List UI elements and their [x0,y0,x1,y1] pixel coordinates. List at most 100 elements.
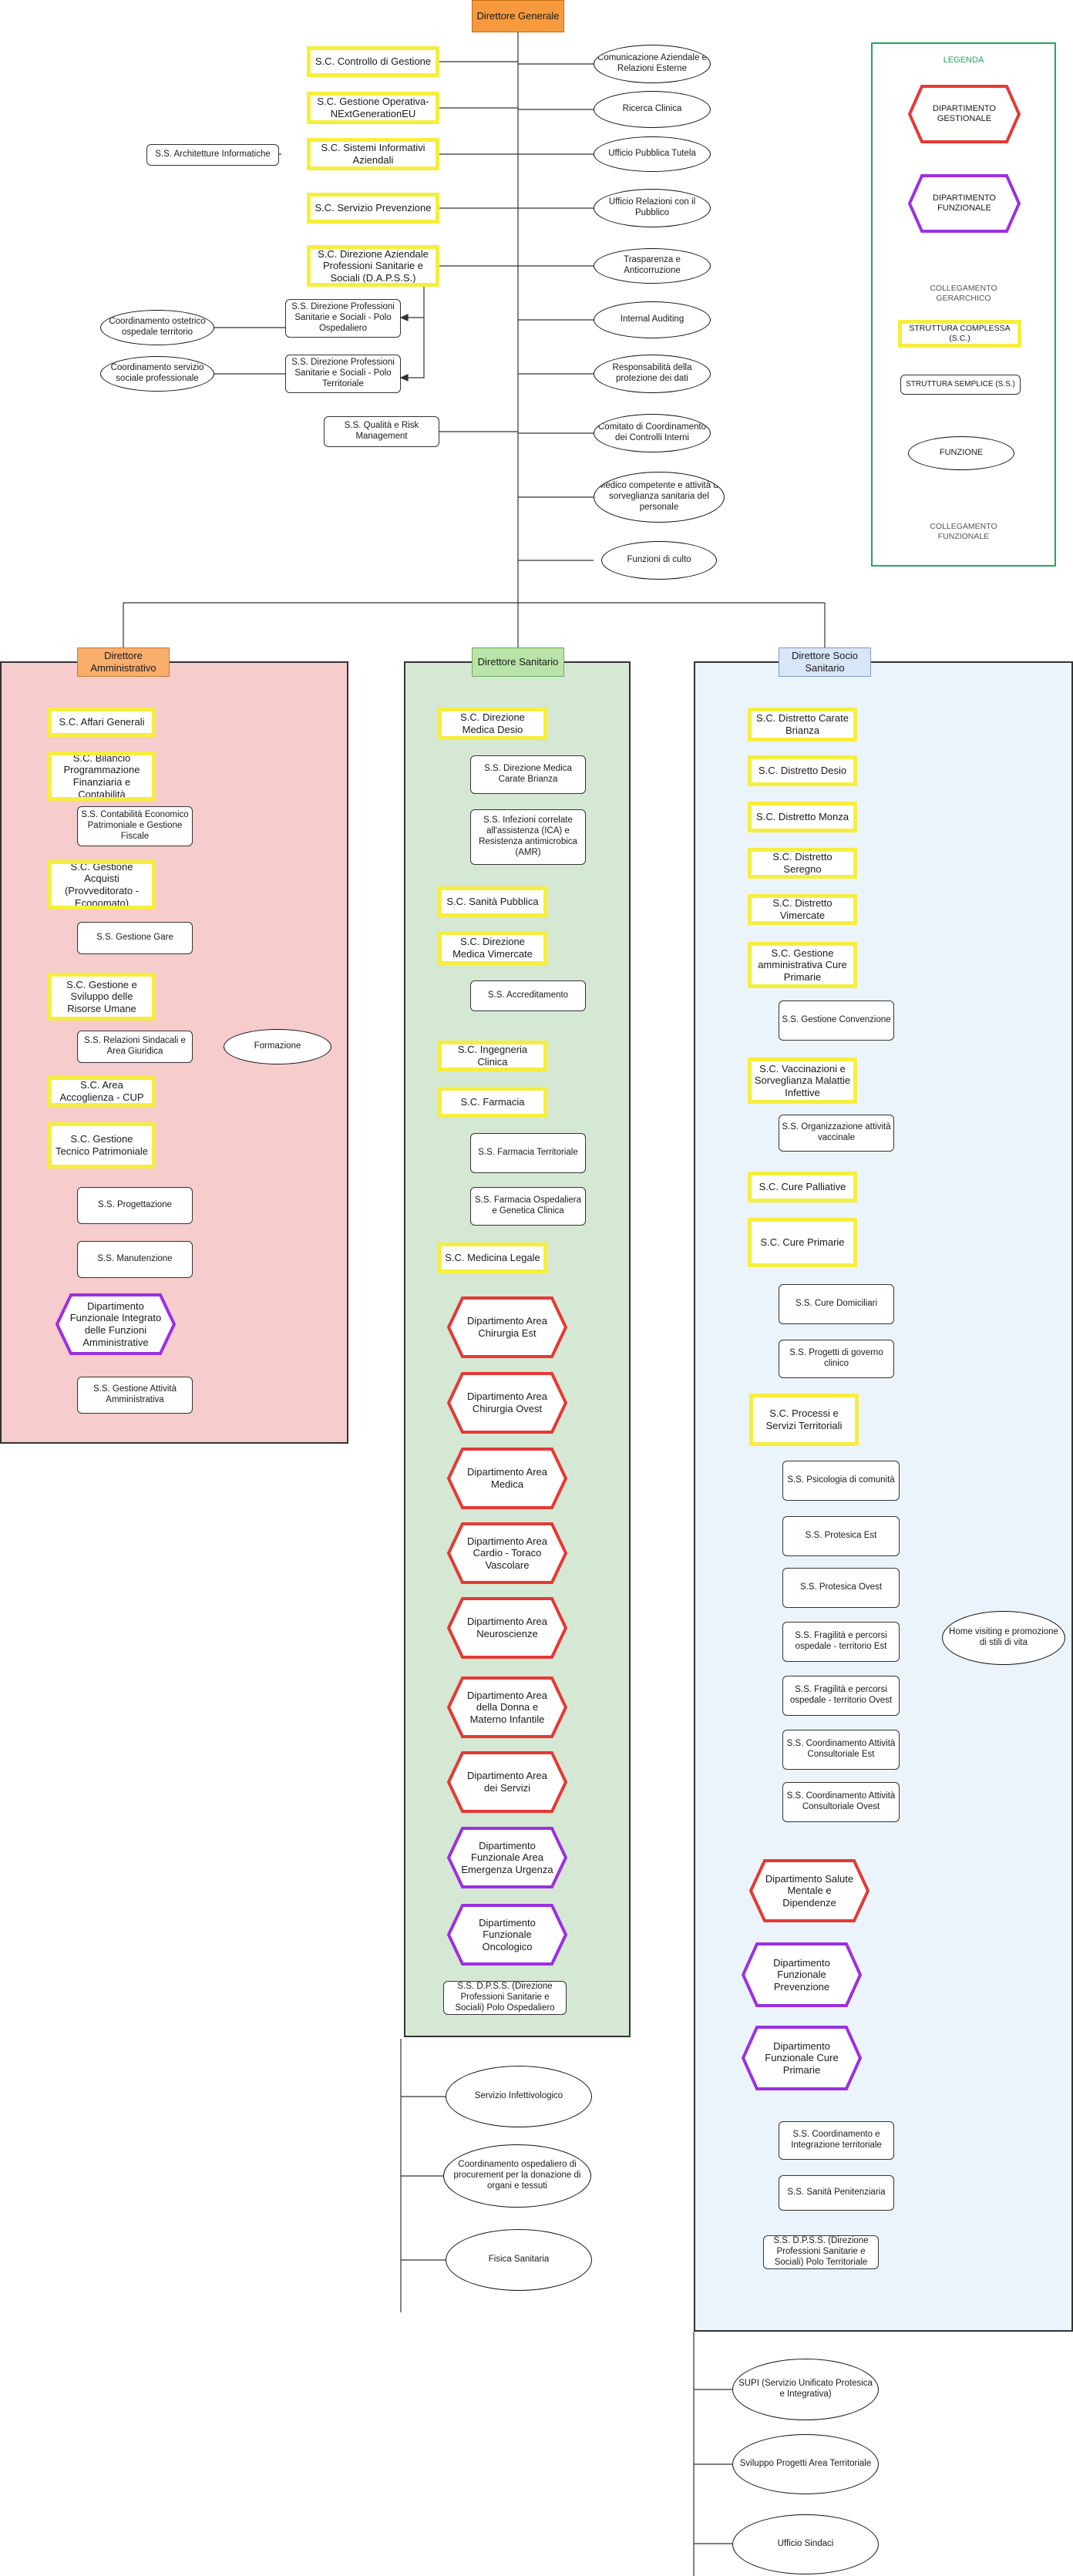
ss-sanita-penitenziaria[interactable]: S.S. Sanità Penitenziaria [779,2175,894,2211]
ss-dps-polo-territoriale[interactable]: S.S. Direzione Professioni Sanitarie e S… [285,355,401,393]
sc-gestione-acquisti[interactable]: S.C. Gestione Acquisti (Provveditorato -… [48,860,156,910]
dip-area-servizi[interactable]: Dipartimento Area dei Servizi [447,1751,567,1813]
dip-neuroscienze[interactable]: Dipartimento Area Neuroscienze [447,1597,567,1659]
ss-progettazione[interactable]: S.S. Progettazione [77,1187,193,1224]
fn-comitato-coordinamento[interactable]: Comitato di Coordinamento dei Controlli … [594,414,711,452]
dip-funzionale-cure-primarie[interactable]: Dipartimento Funzionale Cure Primarie [742,2026,862,2090]
ss-fragilita-ovest[interactable]: S.S. Fragilità e percorsi ospedale - ter… [782,1676,900,1716]
ss-architetture-informatiche[interactable]: S.S. Architetture Informatiche [146,144,279,166]
fn-supi[interactable]: SUPI (Servizio Unificato Protesica e Int… [732,2359,879,2420]
fn-comunicazione-aziendale[interactable]: Comunicazione Aziendale e Relazioni Este… [594,45,711,83]
sc-direzione-medica-desio[interactable]: S.C. Direzione Medica Desio [438,708,547,740]
fn-relazioni-pubblico[interactable]: Ufficio Relazioni con il Pubblico [594,189,711,227]
ss-protesica-ovest[interactable]: S.S. Protesica Ovest [782,1568,900,1608]
sc-distretto-seregno[interactable]: S.C. Distretto Seregno [748,848,857,879]
fn-internal-auditing[interactable]: Internal Auditing [594,301,711,338]
ss-gestione-convenzione[interactable]: S.S. Gestione Convenzione [779,1000,894,1041]
sc-sistemi-informativi[interactable]: S.C. Sistemi Informativi Aziendali [307,138,439,170]
fn-trasparenza[interactable]: Trasparenza e Anticorruzione [594,248,711,284]
ss-coordinamento-integrazione-territoriale[interactable]: S.S. Coordinamento e Integrazione territ… [779,2121,894,2160]
ss-accreditamento[interactable]: S.S. Accreditamento [470,980,586,1011]
sc-direzione-medica-vimercate[interactable]: S.C. Direzione Medica Vimercate [438,931,547,965]
sc-cure-primarie[interactable]: S.C. Cure Primarie [748,1218,857,1267]
ss-direzione-medica-carate[interactable]: S.S. Direzione Medica Carate Brianza [470,755,586,794]
sc-cure-palliative[interactable]: S.C. Cure Palliative [748,1172,857,1202]
fn-pubblica-tutela[interactable]: Ufficio Pubblica Tutela [594,136,711,172]
fn-servizio-infettivologico[interactable]: Servizio Infettivologico [446,2066,592,2127]
fn-home-visiting[interactable]: Home visiting e promozione di stili di v… [942,1611,1065,1665]
ss-contabilita[interactable]: S.S. Contabilità Economico Patrimoniale … [77,806,193,846]
ss-cure-domiciliari[interactable]: S.S. Cure Domiciliari [779,1284,894,1324]
sc-distretto-vimercate[interactable]: S.C. Distretto Vimercate [748,894,857,925]
ss-consultoriale-ovest[interactable]: S.S. Coordinamento Attività Consultorial… [782,1782,900,1822]
fn-ufficio-sindaci[interactable]: Ufficio Sindaci [732,2514,879,2574]
sc-affari-generali[interactable]: S.C. Affari Generali [48,708,156,737]
node-label: Dipartimento Area Medica [466,1466,548,1490]
node-label: Servizio Infettivologico [474,2091,563,2101]
ss-gestione-attivita-amministrativa[interactable]: S.S. Gestione Attività Amministrativa [77,1377,193,1414]
direttore-socio-sanitario[interactable]: Direttore Socio Sanitario [779,647,871,677]
ss-protesica-est[interactable]: S.S. Protesica Est [782,1516,900,1556]
sc-gestione-amministrativa-cure-primarie[interactable]: S.C. Gestione amministrativa Cure Primar… [748,942,857,988]
sc-sanita-pubblica[interactable]: S.C. Sanità Pubblica [438,886,547,917]
sc-risorse-umane[interactable]: S.C. Gestione e Sviluppo delle Risorse U… [48,973,156,1021]
dip-funzionale-prevenzione[interactable]: Dipartimento Funzionale Prevenzione [742,1942,862,2007]
ss-dpss-polo-territoriale[interactable]: S.S. D.P.S.S. (Direzione Professioni San… [763,2235,879,2269]
ss-psicologia-comunita[interactable]: S.S. Psicologia di comunità [782,1461,900,1501]
sc-farmacia[interactable]: S.C. Farmacia [438,1087,547,1118]
sc-distretto-desio[interactable]: S.C. Distretto Desio [748,755,857,786]
node-label: Dipartimento Area della Donna e Materno … [466,1689,548,1725]
sc-servizio-prevenzione[interactable]: S.C. Servizio Prevenzione [307,193,439,224]
direttore-sanitario[interactable]: Direttore Sanitario [472,647,564,677]
sc-medicina-legale[interactable]: S.C. Medicina Legale [438,1243,547,1273]
sc-area-accoglienza[interactable]: S.C. Area Accoglienza - CUP [48,1076,156,1107]
sc-vaccinazioni[interactable]: S.C. Vaccinazioni e Sorveglianza Malatti… [748,1058,857,1104]
dip-funzionale-emergenza-urgenza[interactable]: Dipartimento Funzionale Area Emergenza U… [447,1827,567,1888]
dip-funzionale-oncologico[interactable]: Dipartimento Funzionale Oncologico [447,1904,567,1966]
ss-relazioni-sindacali[interactable]: S.S. Relazioni Sindacali e Area Giuridic… [77,1031,193,1063]
dip-chirurgia-est[interactable]: Dipartimento Area Chirurgia Est [447,1296,567,1358]
fn-sviluppo-progetti-territoriale[interactable]: Sviluppo Progetti Area Territoriale [732,2434,879,2494]
coordinamento-servizio-sociale[interactable]: Coordinamento servizio sociale professio… [100,356,214,392]
ss-manutenzione[interactable]: S.S. Manutenzione [77,1241,193,1278]
ss-infezioni-ica-amr[interactable]: S.S. Infezioni correlate all'assistenza … [470,809,586,865]
sc-gestione-operativa[interactable]: S.C. Gestione Operativa-NExtGenerationEU [307,92,439,124]
ss-organizzazione-vaccinale[interactable]: S.S. Organizzazione attività vaccinale [779,1115,894,1152]
ss-consultoriale-est[interactable]: S.S. Coordinamento Attività Consultorial… [782,1730,900,1770]
fn-fisica-sanitaria[interactable]: Fisica Sanitaria [446,2229,592,2291]
ss-qualita-risk[interactable]: S.S. Qualità e Risk Management [324,416,439,447]
direttore-generale[interactable]: Direttore Generale [472,0,564,32]
node-label: S.S. Gestione Gare [96,933,173,943]
ss-fragilita-est[interactable]: S.S. Fragilità e percorsi ospedale - ter… [782,1622,900,1662]
ss-progetti-governo-clinico[interactable]: S.S. Progetti di governo clinico [779,1340,894,1378]
ss-gestione-gare[interactable]: S.S. Gestione Gare [77,922,193,954]
fn-medico-competente[interactable]: Medico competente e attività di sorvegli… [594,472,725,523]
sc-gestione-tecnico-patrimoniale[interactable]: S.C. Gestione Tecnico Patrimoniale [48,1122,156,1169]
fn-formazione[interactable]: Formazione [224,1029,331,1064]
ss-farmacia-territoriale[interactable]: S.S. Farmacia Territoriale [470,1133,586,1173]
dip-area-medica[interactable]: Dipartimento Area Medica [447,1448,567,1509]
dip-chirurgia-ovest[interactable]: Dipartimento Area Chirurgia Ovest [447,1372,567,1434]
dip-salute-mentale[interactable]: Dipartimento Salute Mentale e Dipendenze [749,1859,870,1922]
sc-distretto-monza[interactable]: S.C. Distretto Monza [748,802,857,832]
sc-controllo-gestione[interactable]: S.C. Controllo di Gestione [307,46,439,77]
sc-processi-servizi-territoriali[interactable]: S.C. Processi e Servizi Territoriali [749,1394,859,1446]
dip-donna-materno-infantile[interactable]: Dipartimento Area della Donna e Materno … [447,1676,567,1738]
dip-cardio-toraco-vascolare[interactable]: Dipartimento Area Cardio - Toraco Vascol… [447,1522,567,1584]
dip-funzionale-amministrativo[interactable]: Dipartimento Funzionale Integrato delle … [56,1293,176,1355]
ss-dpss-polo-ospedaliero[interactable]: S.S. D.P.S.S. (Direzione Professioni San… [443,1981,567,2015]
sc-bilancio[interactable]: S.C. Bilancio Programmazione Finanziaria… [48,752,156,801]
fn-coordinamento-procurement[interactable]: Coordinamento ospedaliero di procurement… [443,2144,591,2208]
fn-funzioni-culto[interactable]: Funzioni di culto [601,541,717,580]
fn-ricerca-clinica[interactable]: Ricerca Clinica [594,91,711,128]
direttore-amministrativo[interactable]: Direttore Amministrativo [77,647,170,677]
sc-distretto-carate[interactable]: S.C. Distretto Carate Brianza [748,708,857,742]
ss-farmacia-ospedaliera[interactable]: S.S. Farmacia Ospedaliera e Genetica Cli… [470,1187,586,1226]
sc-dapss[interactable]: S.C. Direzione Aziendale Professioni San… [307,245,439,287]
fn-protezione-dati[interactable]: Responsabilità della protezione dei dati [594,355,711,393]
node-label: S.C. Distretto Vimercate [772,897,832,921]
node-label: S.C. Distretto Monza [756,811,849,823]
ss-dps-polo-ospedaliero[interactable]: S.S. Direzione Professioni Sanitarie e S… [285,299,401,338]
coordinamento-ostetrico[interactable]: Coordinamento ostetrico ospedale territo… [100,310,214,345]
sc-ingegneria-clinica[interactable]: S.C. Ingegneria Clinica [438,1041,547,1071]
